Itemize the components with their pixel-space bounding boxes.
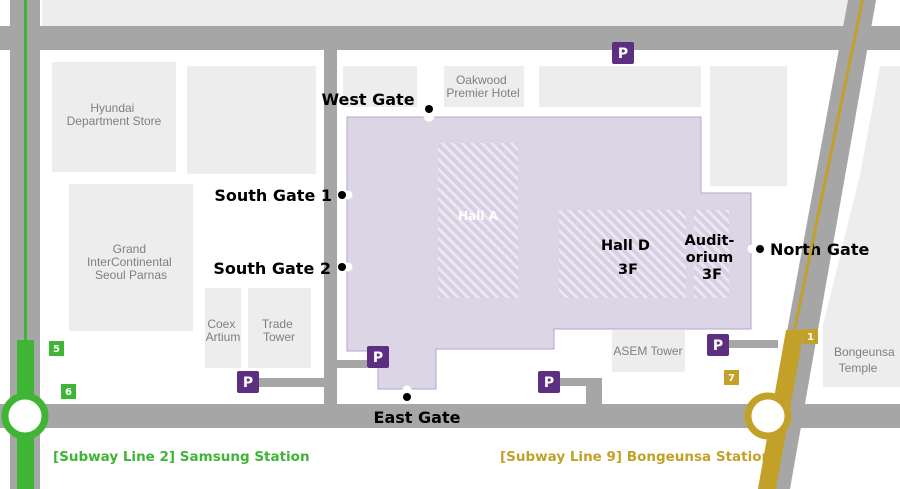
parking-top[interactable]: P <box>612 42 634 64</box>
block-oakwood <box>444 66 524 107</box>
block-top-mid <box>539 66 701 107</box>
svg-text:5: 5 <box>53 344 60 355</box>
station-label-samsung: [Subway Line 2] Samsung Station <box>53 449 310 465</box>
exit-6-badge[interactable]: 6 <box>61 384 76 399</box>
block-top-right <box>710 66 787 186</box>
subway-line-2 <box>1 0 49 489</box>
parking-icon: P <box>713 338 723 354</box>
block-top-left <box>42 0 854 26</box>
parking-icon: P <box>618 46 628 62</box>
road-mid-vertical <box>324 50 337 404</box>
exit-1-badge[interactable]: 1 <box>803 329 818 344</box>
road-parking-east-v <box>586 378 602 404</box>
gate-south-1[interactable]: South Gate 1 <box>214 186 353 205</box>
label-hyundai: Hyundai Department Store <box>67 101 162 128</box>
parking-icon: P <box>544 375 554 391</box>
svg-text:1: 1 <box>807 332 814 343</box>
label-coex-artium: Coex Artium <box>206 317 241 344</box>
gate-north-label: North Gate <box>770 240 869 259</box>
label-bongeunsa: Bongeunsa Temple <box>834 345 898 375</box>
gate-south-2-label: South Gate 2 <box>213 259 331 278</box>
subway-line-9 <box>744 0 864 489</box>
parking-coex[interactable]: P <box>367 346 389 368</box>
svg-text:6: 6 <box>65 387 72 398</box>
block-intercontinental <box>69 184 193 331</box>
parking-icon: P <box>243 375 253 391</box>
exit-5-badge[interactable]: 5 <box>49 341 64 356</box>
block-hyundai <box>52 62 176 172</box>
road-parking-north <box>728 340 778 348</box>
road-parking-coex <box>337 360 367 368</box>
station-label-bongeunsa: [Subway Line 9] Bongeunsa Station <box>500 449 771 465</box>
gate-west-label: West Gate <box>321 90 414 109</box>
block-coex-artium <box>205 288 241 368</box>
label-trade-tower: Trade Tower <box>262 317 296 344</box>
label-oakwood: Oakwood Premier Hotel <box>446 73 519 100</box>
block-trade-tower <box>248 288 311 368</box>
gate-east[interactable]: East Gate <box>374 385 461 428</box>
road-top <box>0 26 900 50</box>
gate-north[interactable]: North Gate <box>747 240 870 259</box>
svg-text:7: 7 <box>728 373 735 384</box>
gate-south-2[interactable]: South Gate 2 <box>213 259 353 278</box>
block-bongeunsa <box>823 66 900 387</box>
block-asem <box>612 330 685 372</box>
label-intercontinental: Grand InterContinental Seoul Parnas <box>87 242 175 282</box>
road-parking-south <box>256 378 324 387</box>
parking-east[interactable]: P <box>538 371 560 393</box>
label-asem-tower: ASEM Tower <box>613 344 682 358</box>
parking-south[interactable]: P <box>237 371 259 393</box>
parking-north[interactable]: P <box>707 334 729 356</box>
gate-south-1-label: South Gate 1 <box>214 186 332 205</box>
road-parking-east <box>560 378 602 386</box>
label-auditorium: Audit- orium 3F <box>685 233 740 283</box>
gate-west[interactable]: West Gate <box>321 90 435 122</box>
city-blocks <box>42 0 900 387</box>
hall-d-area <box>559 210 686 298</box>
auditorium-area <box>694 210 729 298</box>
block-hyundai-east <box>187 66 316 174</box>
block-west-1 <box>343 66 417 107</box>
gate-east-label: East Gate <box>374 408 461 427</box>
label-hall-d: Hall D 3F <box>601 238 655 278</box>
label-hall-a: Hall A <box>458 209 499 223</box>
parking-icon: P <box>373 350 383 366</box>
hall-a-area <box>438 143 518 298</box>
exit-7-badge[interactable]: 7 <box>724 370 739 385</box>
